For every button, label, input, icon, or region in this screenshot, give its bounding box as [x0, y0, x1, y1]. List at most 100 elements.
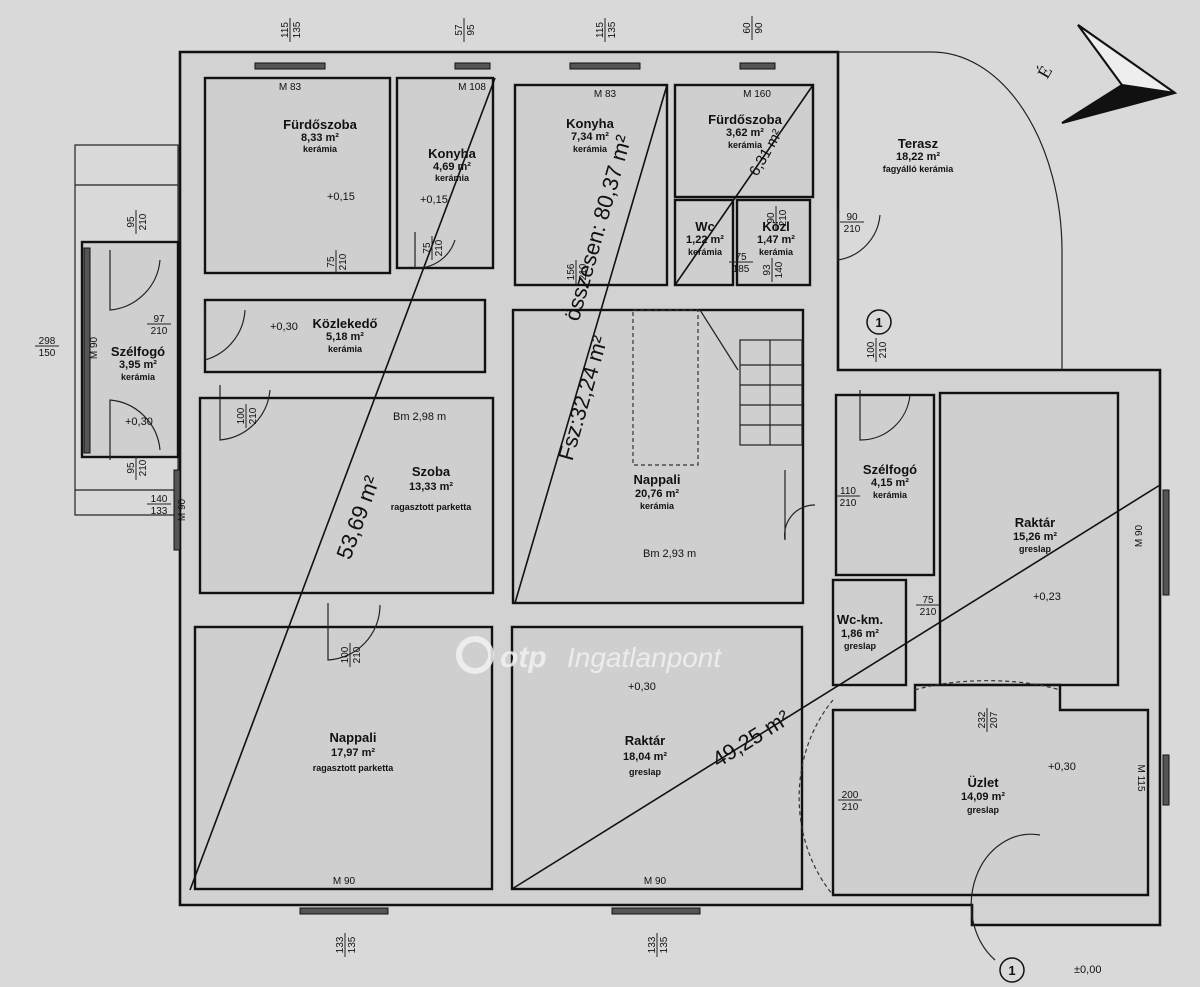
svg-text:210: 210	[920, 607, 937, 618]
svg-text:115: 115	[595, 22, 606, 38]
svg-text:75: 75	[922, 595, 934, 606]
svg-text:M 115: M 115	[1135, 764, 1146, 791]
svg-text:207: 207	[989, 711, 1000, 728]
rooms	[193, 76, 1150, 897]
svg-text:Közlekedő: Közlekedő	[312, 316, 377, 331]
watermark: otp Ingatlanpont	[456, 636, 722, 674]
svg-text:kerámia: kerámia	[873, 490, 908, 500]
svg-text:90: 90	[766, 212, 777, 224]
room-nappali-2	[193, 625, 494, 891]
svg-text:M 83: M 83	[279, 82, 302, 93]
svg-text:4,69 m²: 4,69 m²	[433, 161, 471, 173]
entry-marker-a: 1	[875, 315, 882, 330]
label-nappali-2: Nappali 17,97 m² ragasztott parketta	[313, 730, 395, 773]
level-raktar-mid: +0,30	[628, 681, 656, 693]
svg-text:1,22 m²: 1,22 m²	[686, 234, 724, 246]
svg-text:Szélfogó: Szélfogó	[111, 344, 165, 359]
level-konyha: +0,15	[420, 194, 448, 206]
svg-text:60: 60	[742, 22, 753, 34]
svg-text:133: 133	[647, 936, 658, 953]
svg-text:Szélfogó: Szélfogó	[863, 462, 917, 477]
svg-text:210: 210	[844, 224, 861, 235]
svg-text:M 90: M 90	[1134, 524, 1145, 547]
room-szelfogo-2	[834, 393, 936, 577]
svg-text:kerámia: kerámia	[121, 372, 156, 382]
room-uzlet	[831, 683, 1150, 897]
room-szoba	[198, 396, 495, 595]
svg-text:3,95 m²: 3,95 m²	[119, 359, 157, 371]
level-furdo: +0,15	[327, 191, 355, 203]
left-annex	[74, 144, 180, 516]
svg-text:greslap: greslap	[844, 641, 877, 651]
svg-text:135: 135	[347, 936, 358, 953]
svg-text:95: 95	[466, 24, 477, 36]
svg-text:Nappali: Nappali	[330, 730, 377, 745]
svg-text:135: 135	[292, 21, 303, 38]
svg-text:kerámia: kerámia	[759, 247, 794, 257]
room-raktar-1	[938, 391, 1120, 687]
svg-text:210: 210	[778, 209, 789, 226]
svg-text:8,33 m²: 8,33 m²	[301, 132, 339, 144]
svg-text:M 108: M 108	[458, 82, 486, 93]
svg-text:210: 210	[138, 459, 149, 476]
svg-text:100: 100	[340, 646, 351, 663]
level-szelfogo: +0,30	[125, 416, 153, 428]
level-kozlekedo: +0,30	[270, 321, 298, 333]
room-nappali-1	[511, 308, 805, 605]
area-diagonals	[189, 77, 1161, 891]
svg-text:kerámia: kerámia	[303, 144, 338, 154]
svg-text:185: 185	[733, 264, 750, 275]
svg-text:210: 210	[138, 213, 149, 230]
windows	[173, 62, 1170, 915]
svg-text:Konyha: Konyha	[428, 146, 476, 161]
svg-text:210: 210	[434, 239, 445, 256]
room-konyha-2	[513, 83, 669, 287]
svg-text:95: 95	[126, 462, 137, 474]
svg-text:210: 210	[352, 646, 363, 663]
svg-text:kerámia: kerámia	[435, 173, 470, 183]
svg-text:kerámia: kerámia	[728, 140, 763, 150]
svg-text:135: 135	[607, 21, 618, 38]
svg-text:greslap: greslap	[967, 805, 1000, 815]
svg-text:17,97 m²: 17,97 m²	[331, 747, 375, 759]
svg-text:kerámia: kerámia	[573, 144, 608, 154]
compass-icon: É	[1033, 24, 1178, 124]
level-entrance: ±0,00	[1074, 964, 1101, 976]
svg-text:133: 133	[151, 506, 168, 517]
svg-text:Nappali: Nappali	[634, 472, 681, 487]
svg-text:13,33 m²: 13,33 m²	[409, 481, 453, 493]
compass-label: É	[1033, 62, 1057, 82]
svg-text:ragasztott parketta: ragasztott parketta	[313, 763, 395, 773]
svg-text:133: 133	[335, 936, 346, 953]
svg-text:ragasztott parketta: ragasztott parketta	[391, 502, 473, 512]
svg-text:Fürdőszoba: Fürdőszoba	[283, 117, 357, 132]
svg-text:210: 210	[578, 263, 589, 280]
room-wc-km	[831, 578, 908, 687]
svg-text:210: 210	[338, 253, 349, 270]
window-labels: M 83 M 108 M 83 M 160 M 90 M 90 M 90 M 9…	[89, 82, 1146, 887]
svg-text:M 83: M 83	[594, 89, 617, 100]
svg-text:Wc-km.: Wc-km.	[837, 612, 883, 627]
svg-text:97: 97	[153, 314, 165, 325]
watermark-brand: otp	[500, 641, 547, 674]
svg-text:Fürdőszoba: Fürdőszoba	[708, 112, 782, 127]
svg-text:210: 210	[878, 341, 889, 358]
